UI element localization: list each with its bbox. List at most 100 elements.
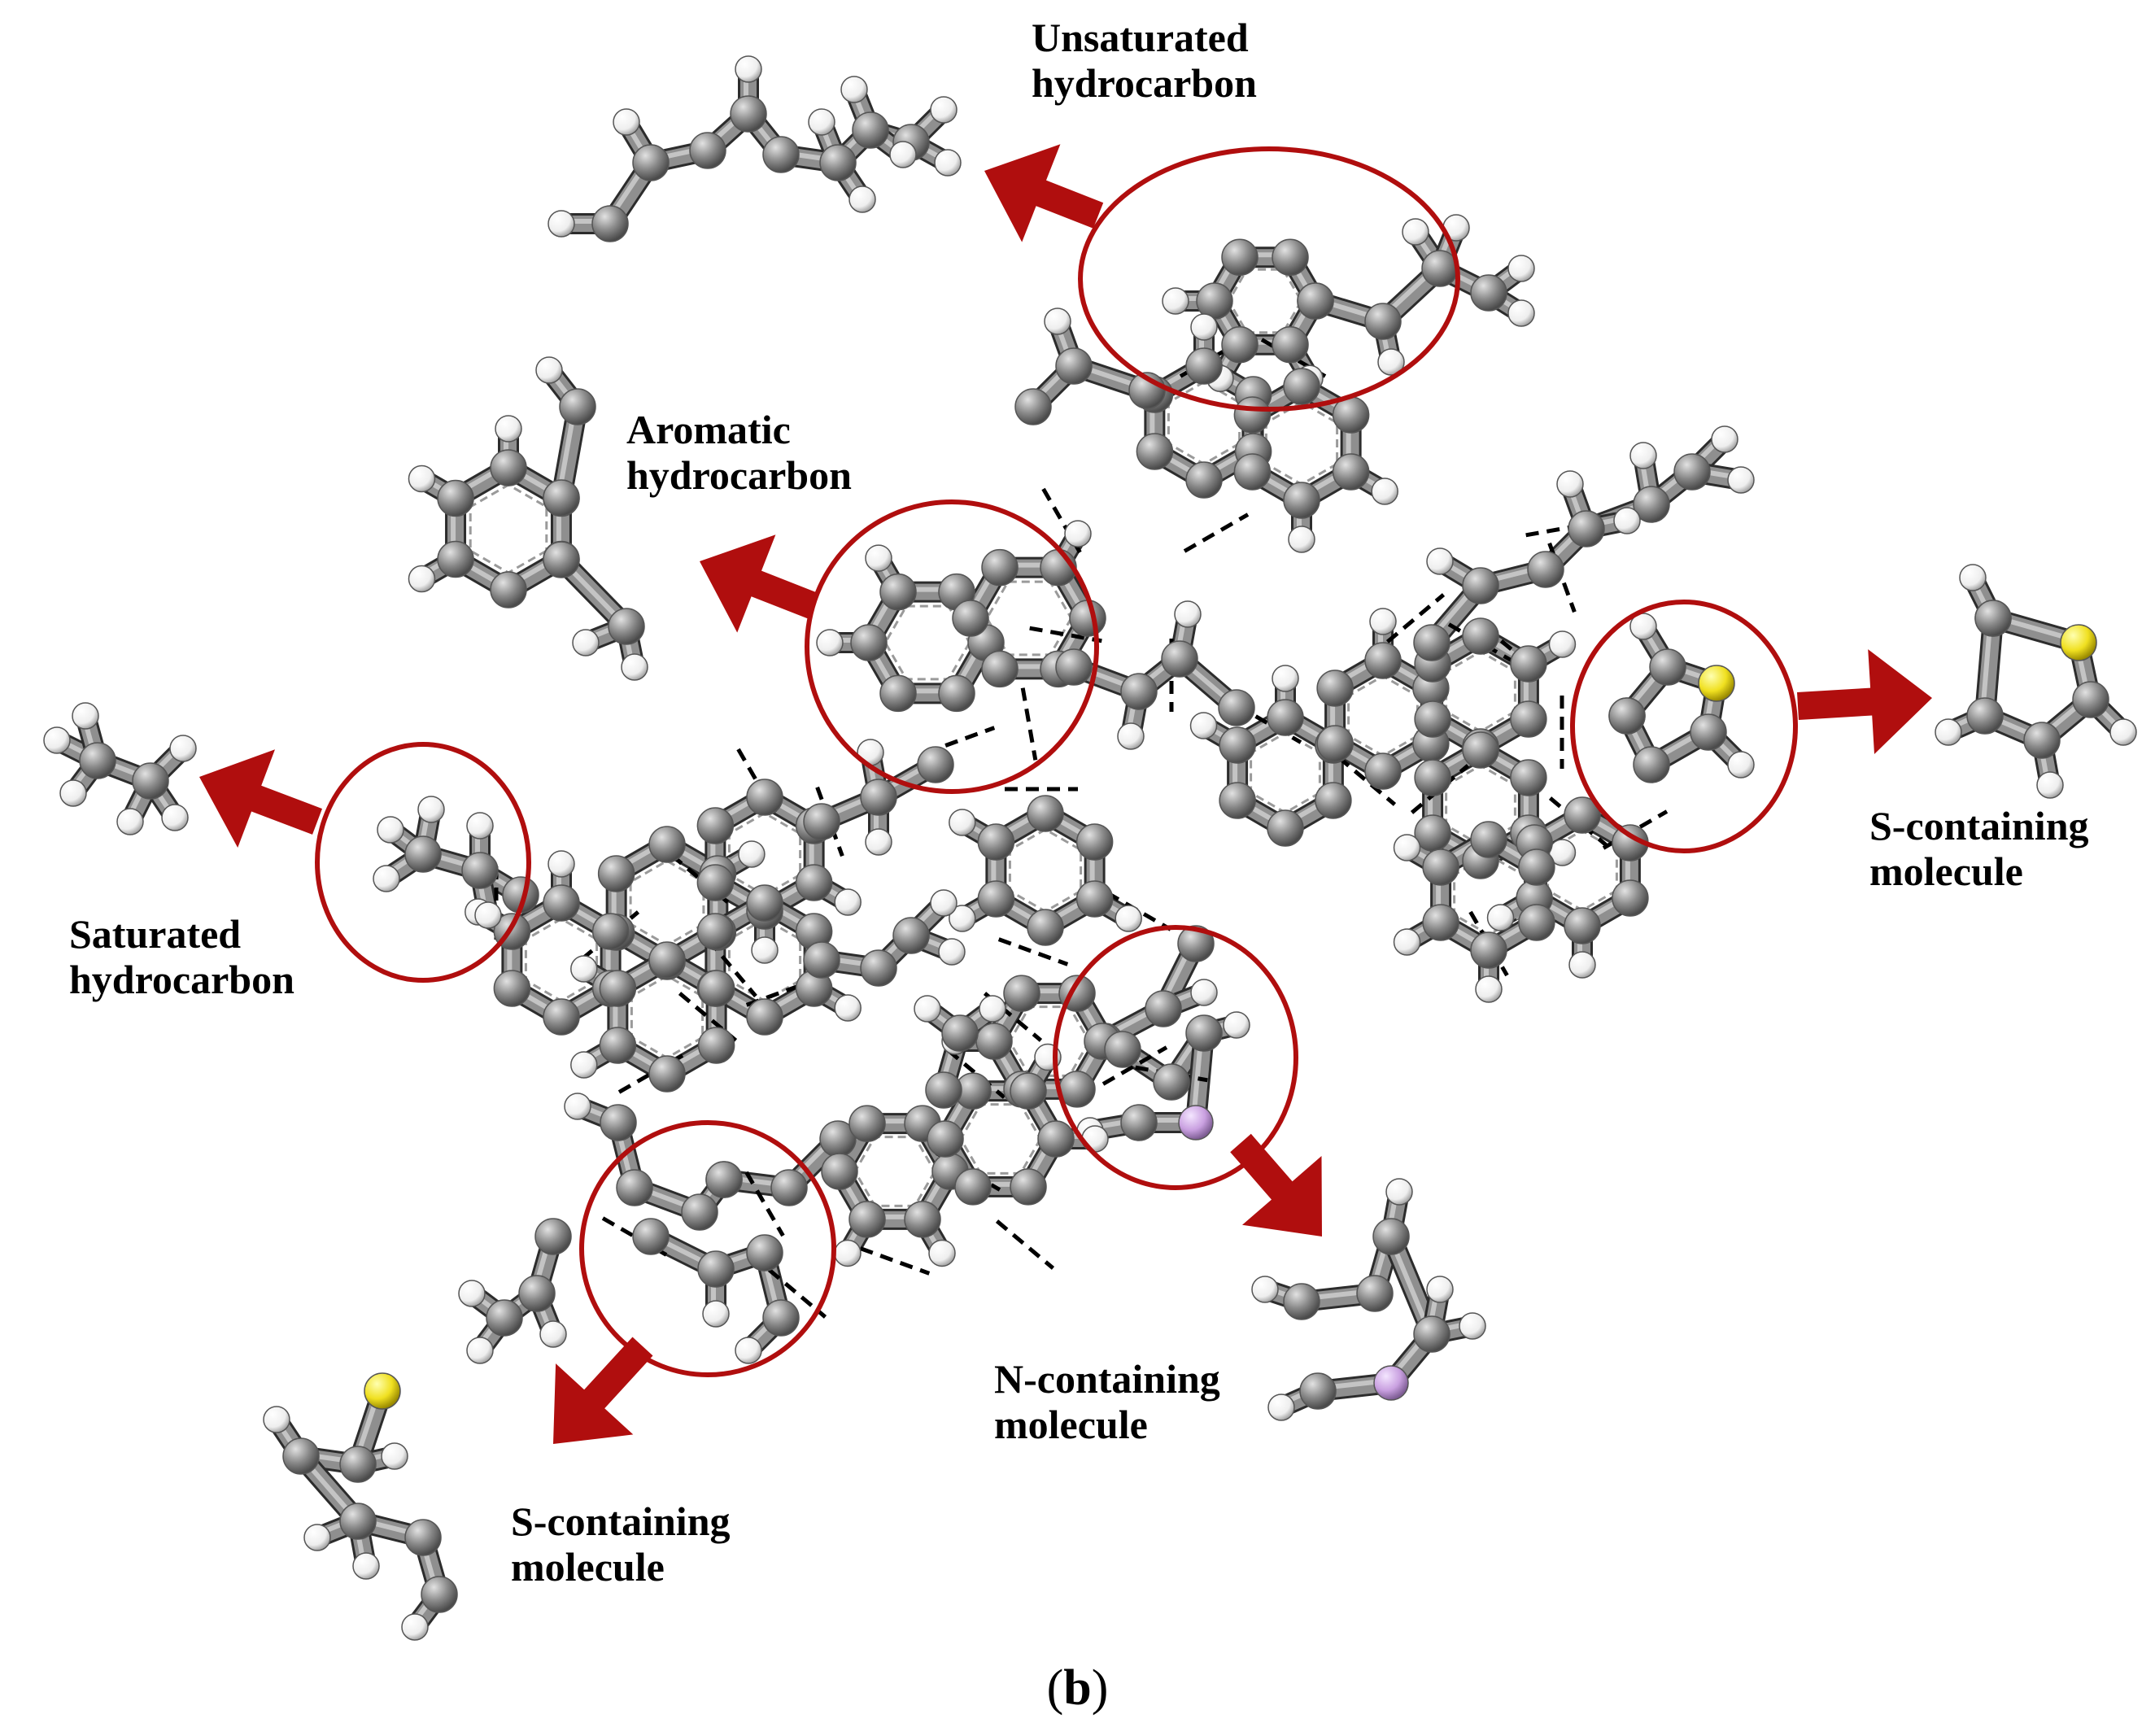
cleavage-mark — [997, 937, 1069, 966]
hydrogen-atom — [1377, 348, 1405, 376]
carbon-atom — [1413, 1315, 1450, 1353]
hydrogen-atom — [1267, 1394, 1295, 1421]
hydrogen-atom — [1251, 1276, 1279, 1303]
carbon-atom — [1608, 697, 1646, 735]
carbon-atom — [1633, 746, 1670, 783]
hydrogen-atom — [1959, 564, 1987, 591]
carbon-atom — [1974, 600, 2012, 637]
carbon-atom — [2023, 722, 2061, 759]
highlight-circles — [315, 146, 1798, 1377]
hydrogen-atom — [59, 779, 87, 807]
hydrogen-atom — [377, 816, 404, 844]
carbon-atom — [1462, 731, 1499, 769]
hydrogen-atom — [1727, 466, 1755, 494]
carbon-atom — [1518, 848, 1555, 886]
hydrogen-atom — [401, 1613, 429, 1641]
carbon-atom — [1075, 880, 1114, 918]
hydrogen-atom — [840, 76, 868, 103]
carbon-atom — [925, 1071, 962, 1109]
hydrogen-atom — [408, 565, 436, 593]
hydrogen-atom — [1288, 526, 1315, 553]
cleavage-mark — [1337, 756, 1397, 806]
highlight-unsaturated — [1078, 146, 1460, 412]
carbon-atom — [1462, 567, 1499, 604]
carbon-atom — [1283, 482, 1320, 519]
hydrogen-atom — [938, 938, 966, 966]
hydrogen-atom — [808, 108, 835, 136]
hydrogen-atom — [914, 995, 941, 1023]
carbon-atom — [1568, 510, 1605, 547]
cleavage-mark — [1135, 1065, 1208, 1083]
hydrogen-atom — [373, 865, 400, 892]
hydrogen-atom — [889, 141, 917, 168]
atom-layer — [43, 55, 2137, 1641]
carbon-atom — [1564, 907, 1601, 944]
hydrogen-atom — [1064, 520, 1092, 547]
hydrogen-atom — [1568, 951, 1596, 979]
hydrogen-atom — [303, 1524, 331, 1551]
carbon-atom — [697, 1027, 735, 1064]
carbon-atom — [600, 1104, 637, 1141]
hydrogen-atom — [43, 726, 71, 754]
carbon-atom — [1414, 700, 1451, 738]
carbon-atom — [696, 913, 735, 950]
carbon-atom — [1233, 453, 1272, 491]
carbon-atom — [860, 779, 897, 816]
carbon-atom — [681, 1193, 718, 1231]
carbon-atom — [941, 1014, 979, 1052]
hydrogen-atom — [621, 653, 648, 681]
carbon-atom — [1185, 461, 1223, 499]
carbon-atom — [1422, 848, 1459, 886]
carbon-atom — [591, 205, 629, 242]
hydrogen-atom — [1189, 712, 1218, 739]
hydrogen-atom — [547, 850, 575, 878]
highlight-aromatic — [805, 499, 1099, 794]
carbon-atom — [1003, 975, 1040, 1012]
carbon-atom — [1966, 697, 2004, 735]
carbon-atom — [632, 144, 670, 181]
cleavage-mark — [995, 1219, 1055, 1270]
hydrogen-atom — [735, 55, 762, 83]
carbon-atom — [543, 541, 580, 578]
carbon-atom — [79, 742, 116, 779]
carbon-atom — [848, 1105, 886, 1142]
carbon-atom — [1518, 904, 1555, 941]
carbon-atom — [1055, 347, 1093, 385]
hydrogen-atom — [352, 1552, 380, 1580]
carbon-atom — [1315, 782, 1352, 819]
carbon-atom — [1075, 823, 1114, 861]
hydrogen-atom — [1629, 613, 1657, 640]
hydrogen-atom — [1393, 928, 1421, 956]
hydrogen-atom — [417, 796, 445, 823]
carbon-atom — [1177, 925, 1215, 962]
carbon-atom — [493, 970, 531, 1007]
carbon-atom — [917, 746, 954, 783]
carbon-atom — [848, 1201, 886, 1238]
carbon-atom — [1027, 795, 1064, 832]
carbon-atom — [608, 608, 645, 645]
carbon-atom — [1470, 274, 1507, 312]
red-arrow — [199, 749, 322, 848]
aromatic-bond-ring — [469, 483, 548, 574]
hydrogen-atom — [865, 544, 892, 572]
hydrogen-atom — [1629, 442, 1657, 469]
cleavage-mark — [1101, 1045, 1168, 1086]
carbon-atom — [1069, 600, 1106, 637]
hydrogen-atom — [1190, 979, 1218, 1006]
carbon-atom — [819, 144, 857, 181]
carbon-atom — [803, 941, 840, 979]
carbon-atom — [746, 1234, 783, 1271]
aromatic-bond-ring — [1250, 731, 1321, 814]
carbon-atom — [803, 803, 840, 840]
carbon-atom — [404, 835, 442, 873]
cleavage-mark — [815, 786, 844, 857]
hydrogen-atom — [1475, 975, 1503, 1003]
hydrogen-atom — [738, 840, 766, 868]
carbon-atom — [981, 650, 1019, 688]
hydrogen-atom — [116, 808, 144, 835]
carbon-atom — [1272, 325, 1309, 364]
carbon-atom — [1219, 782, 1256, 819]
